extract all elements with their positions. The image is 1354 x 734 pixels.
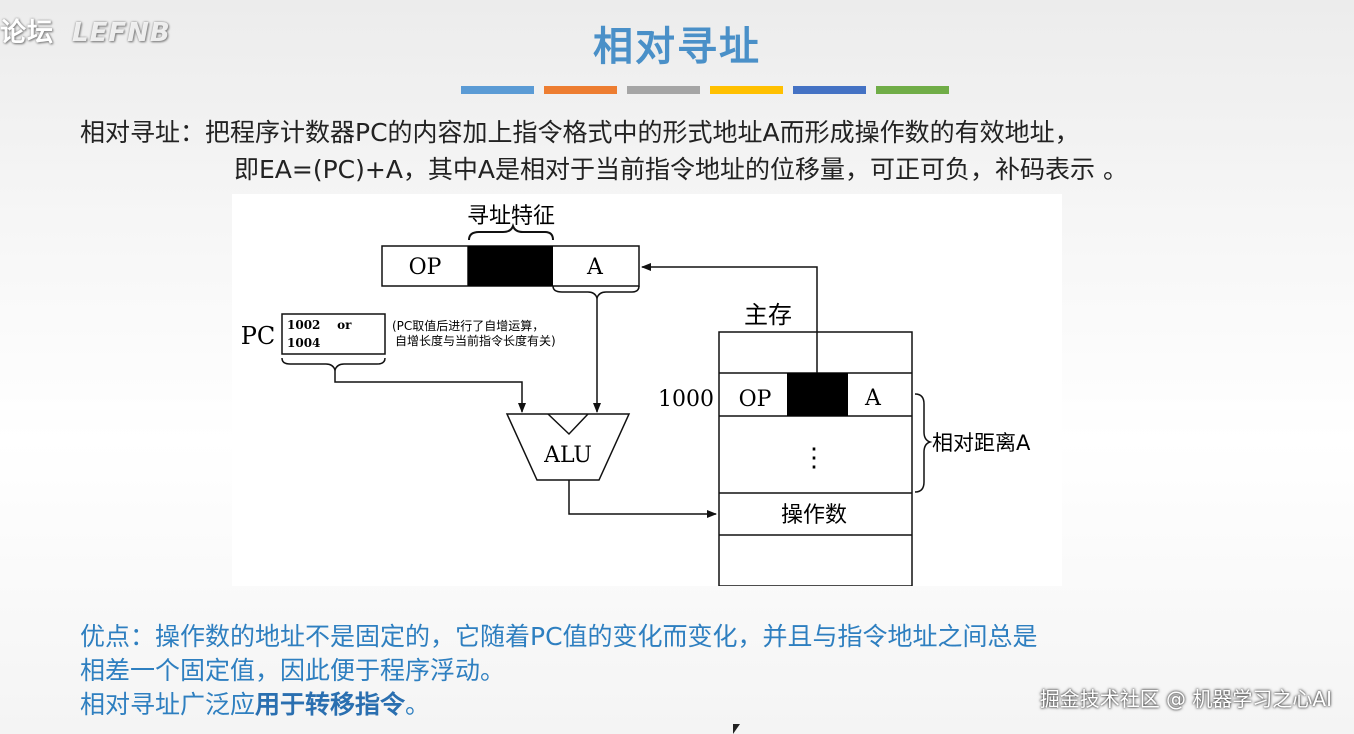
definition-line-2: 即EA=(PC)+A，其中A是相对于当前指令地址的位移量，可正可负，补码表示 。 <box>234 155 1128 184</box>
advantages-line-3-bold: 用于转移指令 <box>255 690 406 719</box>
memory-dots: ⋮ <box>801 443 827 473</box>
advantages-line-3-normal: 相对寻址广泛应 <box>80 690 256 719</box>
pc-note-1: (PC取值后进行了自增运算， <box>392 318 544 333</box>
pc-value-2: 1004 <box>287 336 320 350</box>
stripe-3 <box>627 86 700 94</box>
pc-box <box>281 313 386 355</box>
corner-logo: 论坛 LEFNB <box>0 12 171 49</box>
memory-a: A <box>864 386 882 411</box>
definition-line-1: 相对寻址：把程序计数器PC的内容加上指令格式中的形式地址A而形成操作数的有效地址… <box>80 114 1128 151</box>
stripe-5 <box>793 86 866 94</box>
memory-label: 主存 <box>744 301 792 329</box>
pc-note-2: 自增长度与当前指令长度有关) <box>395 333 556 348</box>
pc-label: PC <box>241 322 276 350</box>
slide-title: 相对寻址 <box>593 24 761 70</box>
memory-op: OP <box>739 387 772 412</box>
advantages-line-3: 相对寻址广泛应用于转移指令。 <box>80 688 1038 722</box>
mouse-cursor-icon <box>733 724 740 734</box>
definition-text: 相对寻址：把程序计数器PC的内容加上指令格式中的形式地址A而形成操作数的有效地址… <box>80 114 1128 188</box>
pc-value-1: 1002 or <box>287 318 352 332</box>
relative-distance-label: 相对距离A <box>932 431 1031 455</box>
memory-feature-block <box>787 373 848 416</box>
alu-label: ALU <box>543 443 592 468</box>
addr-1000: 1000 <box>658 387 714 412</box>
advantages-line-2: 相差一个固定值，因此便于程序浮动。 <box>80 656 506 685</box>
advantages-text: 优点：操作数的地址不是固定的，它随着PC值的变化而变化，并且与指令地址之间总是 … <box>80 620 1038 722</box>
distance-brace <box>914 393 933 493</box>
instr-op: OP <box>409 255 442 280</box>
title-underline-stripes <box>461 86 949 94</box>
corner-logo-ghost: LEFNB <box>72 18 171 48</box>
stripe-2 <box>544 86 617 94</box>
advantages-line-1: 优点：操作数的地址不是固定的，它随着PC值的变化而变化，并且与指令地址之间总是 <box>80 622 1038 651</box>
corner-logo-text: 论坛 <box>0 18 55 48</box>
instr-a: A <box>586 255 604 280</box>
stripe-6 <box>876 86 949 94</box>
definition-line-1-text: 把程序计数器PC的内容加上指令格式中的形式地址A而形成操作数的有效地址， <box>205 118 1080 147</box>
watermark: 掘金技术社区 @ 机器学习之心AI <box>1039 687 1332 711</box>
operand-label: 操作数 <box>781 503 847 528</box>
definition-label: 相对寻址： <box>80 118 206 147</box>
advantages-line-3-end: 。 <box>405 690 431 719</box>
feature-brace <box>468 222 554 241</box>
alu-shape <box>505 413 631 481</box>
stripe-1 <box>461 86 534 94</box>
feature-label: 寻址特征 <box>467 204 555 229</box>
feature-block <box>468 246 553 286</box>
stripe-4 <box>710 86 783 94</box>
relative-addressing-diagram: 寻址特征 OP A PC 1002 or 1004 (PC取值后进行了自增运算，… <box>232 194 1062 586</box>
